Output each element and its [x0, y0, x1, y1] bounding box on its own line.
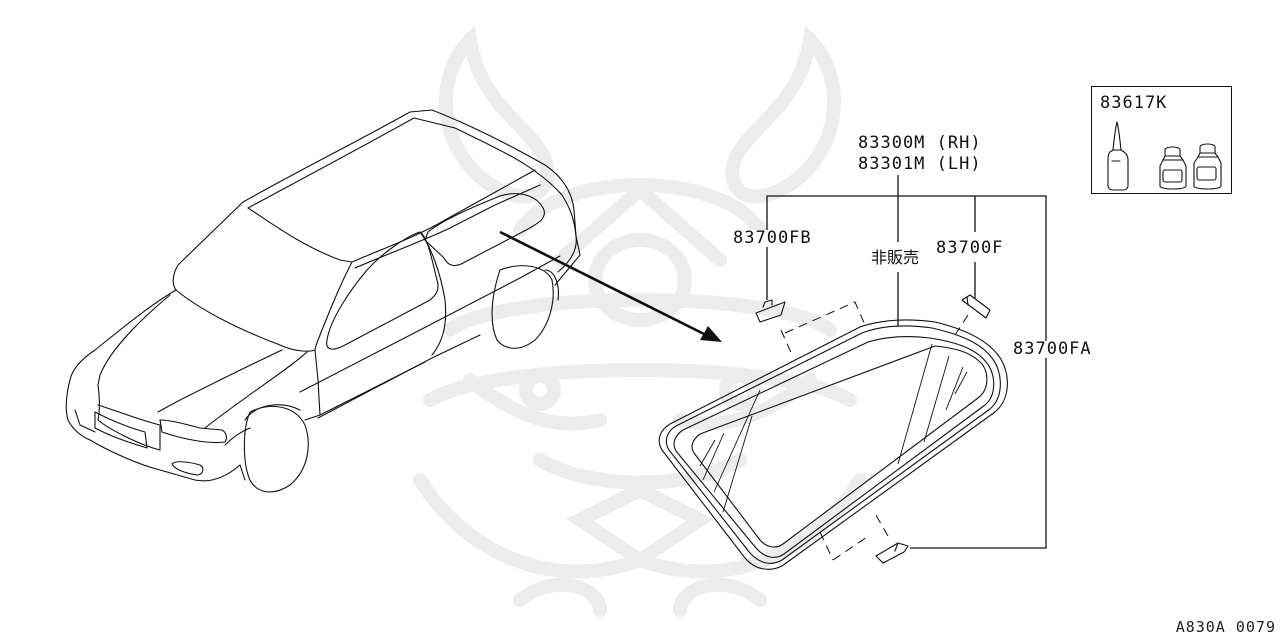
adhesive-kit-drawing: [1107, 121, 1222, 191]
adhesive-kit-label[interactable]: 83617K: [1100, 93, 1168, 113]
samurai-helmet-watermark-icon: [413, 25, 867, 617]
not-for-sale-label: 非販売: [869, 248, 922, 267]
clip-83700f-label[interactable]: 83700F: [934, 238, 1006, 258]
figure-code: A830A 0079: [1175, 618, 1276, 636]
clip-83700fa-label[interactable]: 83700FA: [1011, 339, 1094, 359]
clip-83700fb-label[interactable]: 83700FB: [731, 228, 814, 248]
glass-part-number-label[interactable]: 83300M (RH) 83301M (LH): [856, 133, 984, 175]
clip-83700fb-drawing: [755, 299, 786, 323]
clip-83700fa-drawing: [875, 542, 909, 564]
pointer-arrow-icon: [499, 230, 722, 342]
quarter-glass-drawing: [658, 319, 1008, 570]
glass-part-number-rh[interactable]: 83300M (RH): [858, 133, 982, 153]
adhesive-kit-box[interactable]: 83617K: [1091, 86, 1232, 194]
glass-part-number-lh[interactable]: 83301M (LH): [858, 154, 982, 174]
vehicle-drawing: [65, 109, 581, 493]
clip-83700f-drawing: [961, 294, 991, 319]
